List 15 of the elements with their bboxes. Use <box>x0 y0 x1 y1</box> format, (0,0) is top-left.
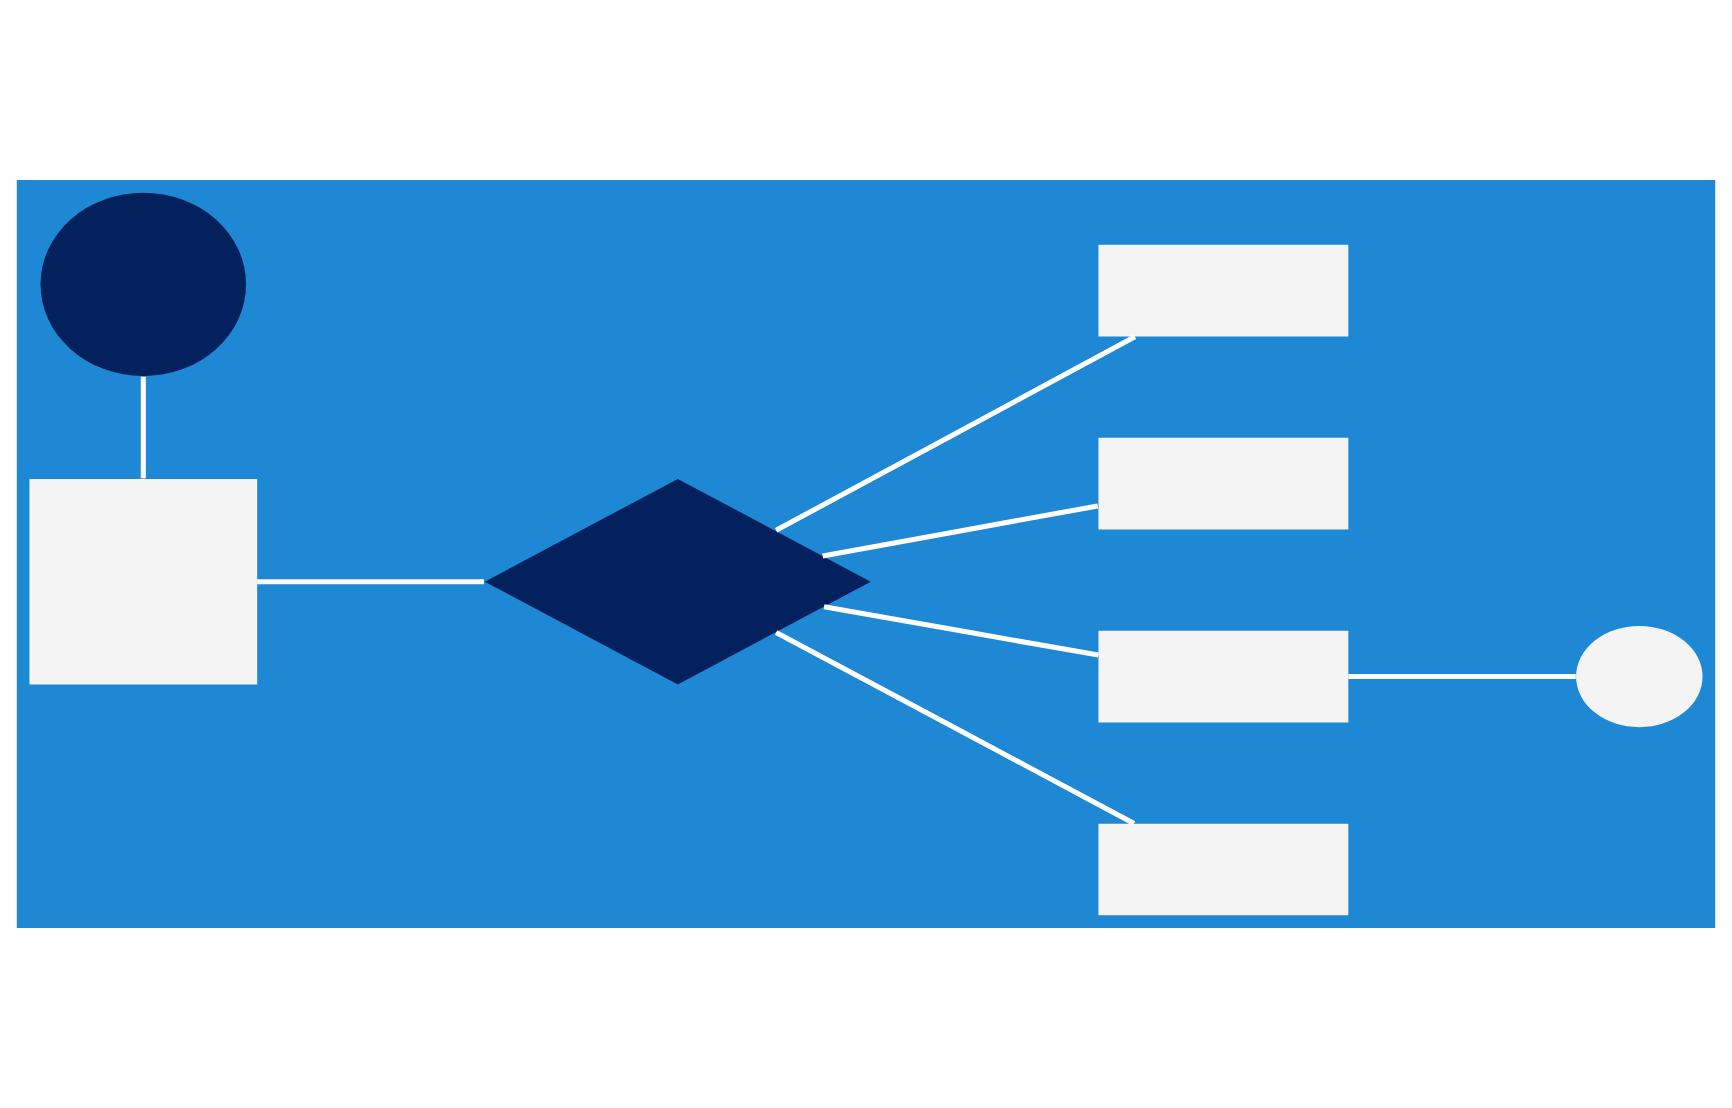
connector <box>1348 674 1576 680</box>
connector <box>257 579 484 585</box>
node-box <box>1098 823 1349 916</box>
connector <box>774 630 1136 826</box>
node-box <box>1098 244 1349 337</box>
node-circle <box>1576 625 1703 728</box>
node-diamond <box>484 478 871 685</box>
connector <box>823 604 1099 658</box>
node-box <box>1098 437 1349 530</box>
node-box <box>29 478 258 685</box>
connector <box>140 376 146 479</box>
node-circle <box>40 192 247 377</box>
connector <box>822 503 1099 559</box>
connector <box>774 334 1137 533</box>
node-box <box>1098 630 1349 723</box>
